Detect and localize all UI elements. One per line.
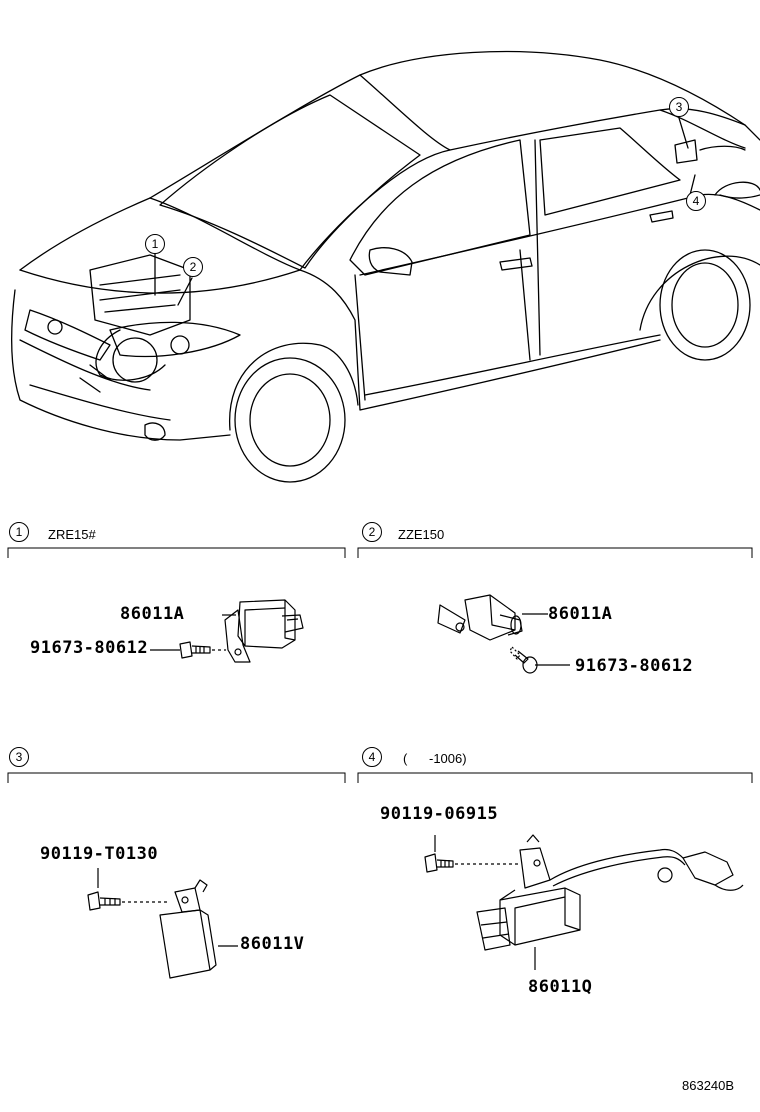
section-1-number: 1: [9, 522, 29, 542]
section-4-illustration: [415, 830, 745, 980]
module-icon: [160, 880, 216, 978]
section-4-number: 4: [362, 747, 382, 767]
bolt-icon: [510, 647, 537, 673]
section-3-number: 3: [9, 747, 29, 767]
section-4-part-90119-06915: 90119-06915: [380, 804, 499, 824]
section-2-caption: ZZE150: [398, 527, 445, 542]
section-2-part-86011a: 86011A: [548, 604, 613, 624]
bolt-icon: [88, 892, 170, 910]
section-2-illustration: [430, 585, 660, 695]
overview-callout-1: 1: [145, 234, 165, 254]
section-3-illustration: [70, 860, 290, 990]
section-4-part-86011q: 86011Q: [528, 977, 593, 997]
section-2-number: 2: [362, 522, 382, 542]
overview-callout-4: 4: [686, 191, 706, 211]
section-3-part-90119-t0130: 90119-T0130: [40, 844, 159, 864]
section-1-illustration: [0, 590, 340, 710]
section-1-part-86011a: 86011A: [120, 604, 185, 624]
section-1-caption: ZRE15#: [48, 527, 96, 542]
section-1-part-91673-80612: 91673-80612: [30, 638, 149, 658]
overview-callout-3: 3: [669, 97, 689, 117]
ecu-relay-icon: [225, 600, 303, 662]
section-3-part-86011v: 86011V: [240, 934, 305, 954]
diagram-code: 863240B: [682, 1078, 735, 1093]
module-with-harness-icon: [477, 835, 743, 950]
overview-callout-2: 2: [183, 257, 203, 277]
section-2-part-91673-80612: 91673-80612: [575, 656, 694, 676]
car-overview-illustration: [0, 0, 760, 500]
bolt-icon: [180, 642, 226, 658]
bolt-icon: [425, 854, 520, 872]
section-4-caption: ( -1006): [403, 751, 467, 766]
ecu-relay-icon: [438, 595, 522, 640]
